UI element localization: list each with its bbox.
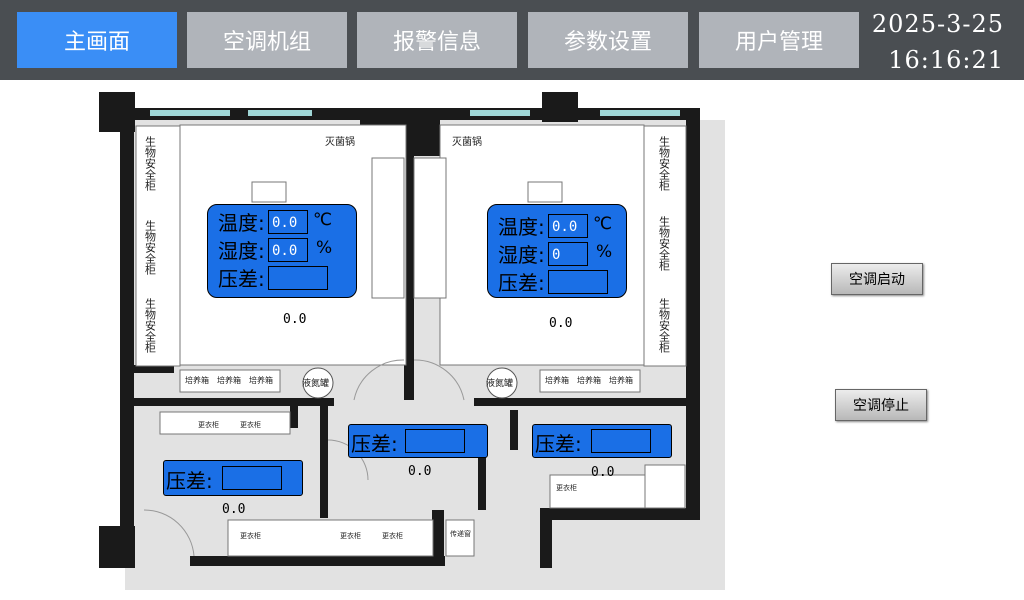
- room2-percent-unit: %: [596, 242, 613, 262]
- sterilizer-label-1: 灭菌锅: [325, 136, 355, 148]
- tab-main-screen[interactable]: 主画面: [17, 12, 177, 68]
- room1-celsius-unit: ℃: [313, 210, 333, 230]
- biosafety-cabinet-label-6: 生物安全柜: [658, 297, 671, 354]
- pass-box-label: 传递窗: [450, 529, 471, 538]
- buffer-mid-pressure-label: 压差:: [351, 432, 398, 456]
- furniture: [135, 124, 687, 557]
- sterilizer-label-2: 灭菌锅: [452, 136, 482, 148]
- room1-humidity-label: 湿度:: [218, 239, 265, 263]
- tab-parameter-settings[interactable]: 参数设置: [528, 12, 688, 68]
- liquid-nitrogen-tank-2: [486, 367, 518, 399]
- incubator-label-3: 培养箱: [249, 375, 273, 385]
- buffer-mid-panel: 压差:: [348, 424, 488, 458]
- room2-pressure-label: 压差:: [498, 271, 545, 295]
- room1-temp-label: 温度:: [218, 211, 265, 235]
- buffer-mid-pressure-value: [405, 429, 465, 453]
- ac-start-button[interactable]: 空调启动: [831, 263, 923, 295]
- room1-panel: 温度: 0.0 ℃ 湿度: 0.0 % 压差:: [207, 204, 357, 298]
- room2-humidity-label: 湿度:: [498, 243, 545, 267]
- door-arcs: [143, 359, 465, 557]
- wardrobe-label-4: 更衣柜: [340, 531, 361, 540]
- change-room-panel: 压差:: [163, 460, 303, 496]
- room1-pressure-value: [268, 266, 328, 290]
- room1-temp-value: 0.0: [268, 210, 308, 234]
- biosafety-cabinet-label-4: 生物安全柜: [658, 135, 671, 192]
- incubator-label-4: 培养箱: [545, 375, 569, 385]
- windows: [150, 110, 680, 116]
- wardrobe-label-1: 更衣柜: [198, 420, 219, 429]
- wardrobe-label-2: 更衣柜: [240, 420, 261, 429]
- room1-pressure-label: 压差:: [218, 267, 265, 291]
- room2-temp-label: 温度:: [498, 215, 545, 239]
- liquid-nitrogen-label-1: 液氮罐: [302, 377, 329, 389]
- buffer-right-pressure-label: 压差:: [535, 432, 582, 456]
- clock-date: 2025-3-25: [871, 10, 1004, 38]
- clock-time: 16:16:21: [888, 46, 1004, 74]
- biosafety-cabinet-label-3: 生物安全柜: [144, 297, 157, 354]
- ac-stop-button[interactable]: 空调停止: [835, 389, 927, 421]
- room2-celsius-unit: ℃: [593, 214, 613, 234]
- buffer-right-pressure-value: [591, 429, 651, 453]
- exterior-walls: [99, 92, 700, 568]
- change-room-pressure-label: 压差:: [166, 469, 213, 493]
- incubator-label-5: 培养箱: [577, 375, 601, 385]
- room1-percent-unit: %: [316, 238, 333, 258]
- incubator-label-6: 培养箱: [609, 375, 633, 385]
- wardrobe-label-5: 更衣柜: [382, 531, 403, 540]
- room1-reading: 0.0: [283, 312, 307, 327]
- buffer-mid-reading: 0.0: [408, 464, 432, 479]
- buffer-right-reading: 0.0: [591, 465, 615, 480]
- liquid-nitrogen-tank-1: [302, 367, 334, 399]
- biosafety-cabinet-label-2: 生物安全柜: [144, 219, 157, 276]
- buffer-right-panel: 压差:: [532, 424, 672, 458]
- room1-humidity-value: 0.0: [268, 238, 308, 262]
- room2-panel: 温度: 0.0 ℃ 湿度: 0 % 压差:: [487, 204, 627, 298]
- change-room-pressure-value: [222, 466, 282, 490]
- top-nav-bar: 主画面 空调机组 报警信息 参数设置 用户管理 2025-3-25 16:16:…: [0, 0, 1024, 80]
- tab-ac-units[interactable]: 空调机组: [187, 12, 347, 68]
- room2-humidity-value: 0: [548, 242, 588, 266]
- incubator-label-2: 培养箱: [217, 375, 241, 385]
- floor-plan: 灭菌锅 灭菌锅 生物安全柜 生物安全柜 生物安全柜 生物安全柜 生物安全柜 生物…: [99, 92, 725, 590]
- wardrobe-label-6: 更衣柜: [556, 483, 577, 492]
- room2-pressure-value: [548, 270, 608, 294]
- room2-temp-value: 0.0: [548, 214, 588, 238]
- liquid-nitrogen-label-2: 液氮罐: [486, 377, 513, 389]
- tab-user-management[interactable]: 用户管理: [699, 12, 859, 68]
- biosafety-cabinet-label-5: 生物安全柜: [658, 215, 671, 272]
- room2-reading: 0.0: [549, 316, 573, 331]
- change-room-reading: 0.0: [222, 502, 246, 517]
- incubator-label-1: 培养箱: [185, 375, 209, 385]
- tab-alarm-info[interactable]: 报警信息: [357, 12, 517, 68]
- wardrobe-label-3: 更衣柜: [240, 531, 261, 540]
- biosafety-cabinet-label-1: 生物安全柜: [144, 135, 157, 192]
